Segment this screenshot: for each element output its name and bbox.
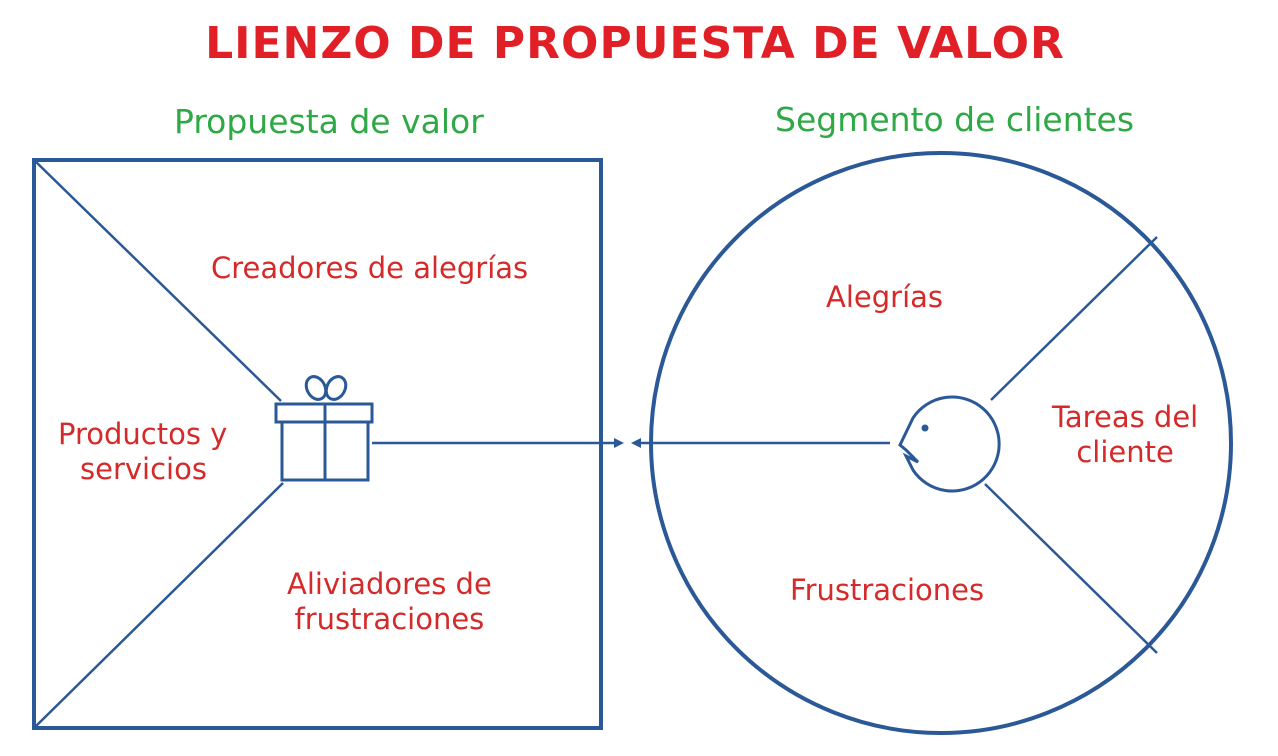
gift-icon bbox=[274, 375, 374, 482]
customer-segment-heading: Segmento de clientes bbox=[775, 100, 1135, 139]
pains-label: Frustraciones bbox=[790, 573, 985, 607]
products-services-line-1: Productos y bbox=[58, 417, 228, 451]
pain-relievers-label: Aliviadores de frustraciones bbox=[287, 567, 492, 637]
customer-face-icon bbox=[898, 395, 1001, 493]
circle-divider-bottom bbox=[984, 483, 1158, 654]
page-title: LIENZO DE PROPUESTA DE VALOR bbox=[205, 18, 1065, 69]
customer-segment-circle bbox=[649, 151, 1233, 735]
products-services-line-2: servicios bbox=[80, 452, 207, 486]
gain-creators-label: Creadores de alegrías bbox=[211, 251, 529, 285]
customer-jobs-line-1: Tareas del bbox=[1052, 400, 1199, 434]
square-divider-top bbox=[33, 159, 282, 402]
square-divider-bottom bbox=[33, 482, 284, 729]
fit-arrow bbox=[372, 438, 890, 448]
gains-label: Alegrías bbox=[826, 280, 944, 314]
customer-jobs-label: Tareas del cliente bbox=[1052, 400, 1198, 470]
value-proposition-heading: Propuesta de valor bbox=[174, 102, 484, 141]
pain-relievers-line-2: frustraciones bbox=[294, 602, 485, 636]
pain-relievers-line-1: Aliviadores de bbox=[287, 567, 492, 601]
products-services-label: Productos y servicios bbox=[58, 417, 227, 487]
circle-divider-top bbox=[990, 236, 1158, 401]
customer-jobs-line-2: cliente bbox=[1076, 435, 1174, 469]
